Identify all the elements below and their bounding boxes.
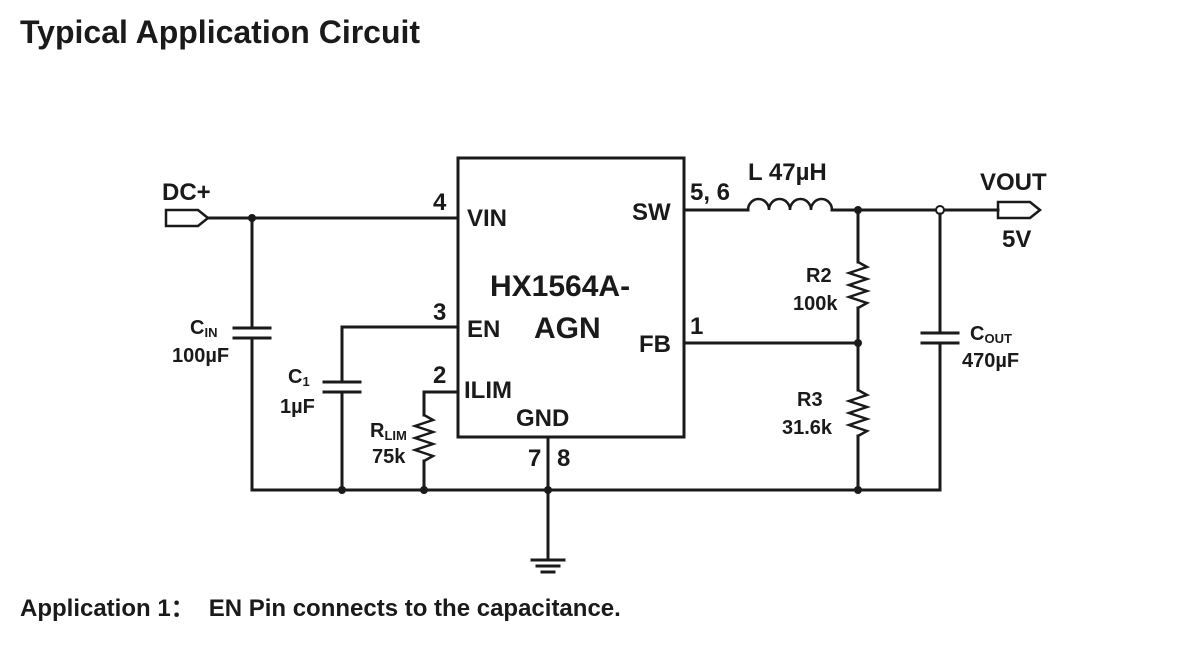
page-title: Typical Application Circuit: [20, 14, 421, 50]
inductor-label: L 47µH: [748, 159, 827, 186]
output-label: VOUT: [980, 169, 1047, 196]
pin-sw-number: 5, 6: [690, 179, 730, 206]
input-terminal-symbol: [164, 208, 211, 228]
input-label: DC+: [162, 179, 211, 206]
cout-value: 470µF: [962, 350, 1019, 372]
output-voltage: 5V: [1002, 226, 1031, 253]
ic-name-line1: HX1564A-: [490, 270, 630, 303]
r2-resistor-symbol: [845, 260, 871, 310]
pin-ilim-number: 2: [433, 362, 446, 389]
pin-gnd-label: GND: [516, 405, 569, 432]
pin-gnd-number-a: 7: [528, 445, 541, 472]
pin-en-label: EN: [467, 316, 500, 343]
rlim-label: RLIM: [370, 420, 407, 443]
output-terminal-symbol: [996, 200, 1043, 220]
c1-label: C1: [288, 366, 310, 389]
cout-label: COUT: [970, 323, 1012, 346]
cin-value: 100µF: [172, 345, 229, 367]
pin-gnd-number-b: 8: [557, 445, 570, 472]
r3-resistor-symbol: [845, 388, 871, 438]
pin-en-number: 3: [433, 299, 446, 326]
ic-body: [456, 156, 686, 439]
junction-dot: [420, 486, 428, 494]
pin-vin-label: VIN: [467, 205, 507, 232]
ic-name-line2: AGN: [534, 312, 601, 345]
c1-value: 1µF: [280, 396, 315, 418]
ground-symbol: [530, 558, 566, 574]
wire-ilim: [422, 390, 460, 417]
rlim-resistor-symbol: [411, 413, 437, 463]
r3-label: R3: [797, 389, 823, 411]
junction-dot: [854, 486, 862, 494]
pin-ilim-label: ILIM: [464, 377, 512, 404]
inductor-symbol: [746, 197, 834, 211]
r2-label: R2: [806, 265, 832, 287]
pin-fb-label: FB: [639, 331, 671, 358]
pin-sw-label: SW: [632, 199, 671, 226]
wire-en: [340, 325, 460, 384]
pin-fb-number: 1: [690, 313, 703, 340]
r2-value: 100k: [793, 293, 838, 315]
caption-label: Application 1：: [20, 595, 195, 622]
rlim-value: 75k: [372, 446, 406, 468]
junction-dot: [854, 339, 862, 347]
figure-caption: Application 1： EN Pin connects to the cap…: [20, 588, 621, 623]
pin-vin-number: 4: [433, 189, 447, 216]
caption-text: EN Pin connects to the capacitance.: [208, 595, 621, 622]
cin-label: CIN: [190, 317, 217, 340]
r3-value: 31.6k: [782, 417, 833, 439]
